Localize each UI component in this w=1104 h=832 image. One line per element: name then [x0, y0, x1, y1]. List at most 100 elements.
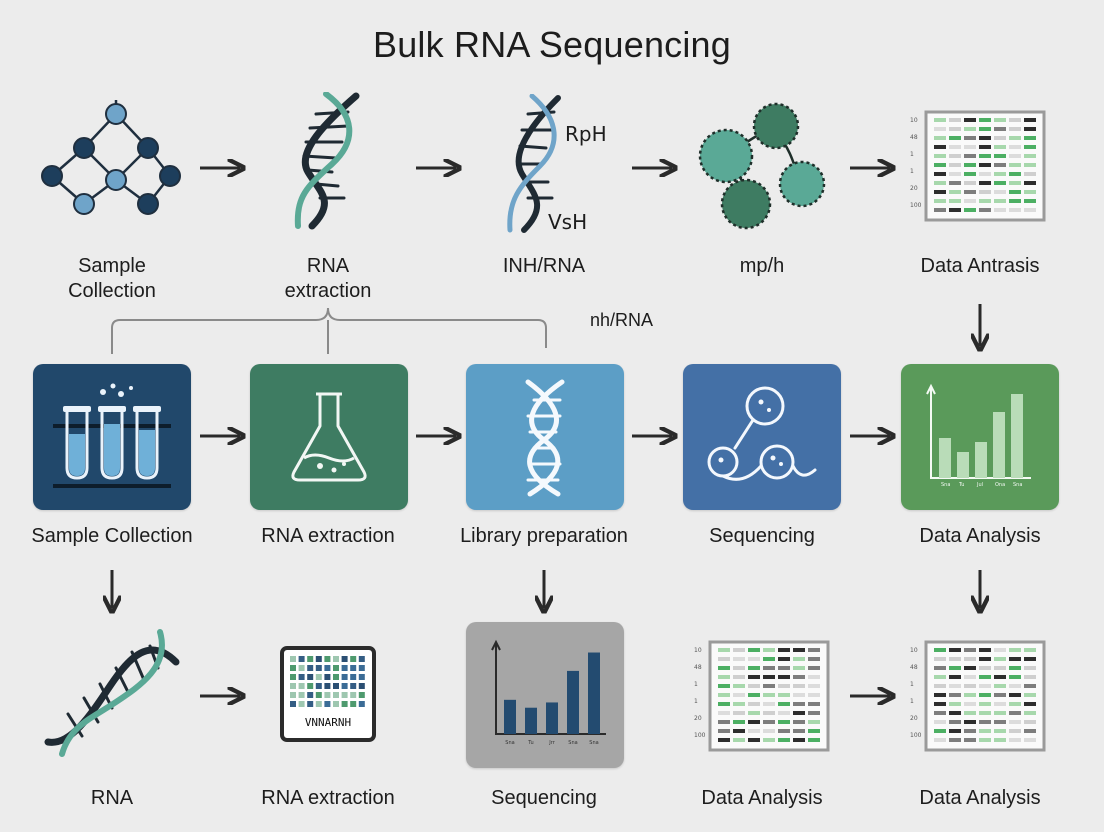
heatmap-cell [718, 648, 730, 652]
heatmap-cell [994, 657, 1006, 661]
heatmap-cell [763, 702, 775, 706]
array-spot [324, 692, 331, 698]
array-spot [350, 692, 357, 698]
chart-tick-label: Sna [505, 740, 514, 746]
heatmap-row-label: 10 [910, 647, 918, 654]
array-spot [333, 656, 339, 662]
array-spot [333, 692, 339, 698]
array-spot [307, 656, 314, 662]
heatmap-cell [949, 648, 961, 652]
heatmap-cell [1024, 702, 1036, 706]
heatmap-cell [808, 693, 820, 697]
heatmap-cell [964, 118, 976, 122]
heatmap-cell [934, 738, 946, 742]
chart-bar [525, 707, 537, 734]
heatmap-cell [964, 720, 976, 724]
heatmap-cell [793, 729, 805, 733]
chart-tick-label: Sna [568, 740, 577, 746]
heatmap-cell [1024, 190, 1036, 194]
array-spot [307, 683, 314, 689]
heatmap-cell [994, 693, 1006, 697]
heatmap-cell [994, 145, 1006, 149]
heatmap-cell [979, 163, 991, 167]
heatmap-row-label: 1 [910, 151, 914, 158]
heatmap-cell [964, 702, 976, 706]
heatmap-cell [718, 684, 730, 688]
heatmap-cell [718, 720, 730, 724]
heatmap-cell [934, 127, 946, 131]
heatmap-cell [979, 145, 991, 149]
heatmap-cell [793, 738, 805, 742]
heatmap-cell [964, 693, 976, 697]
array-spot [358, 683, 365, 689]
heatmap-cell [733, 666, 745, 670]
heatmap-cell [793, 684, 805, 688]
array-spot [324, 701, 331, 707]
heatmap-cell [964, 127, 976, 131]
heatmap-cell [763, 720, 775, 724]
chart-bar [588, 652, 600, 734]
heatmap-cell [1024, 172, 1036, 176]
array-spot [290, 656, 296, 662]
heatmap-cell [934, 154, 946, 158]
heatmap-cell [949, 154, 961, 158]
network-icon [41, 100, 181, 215]
heatmap-cell [733, 648, 745, 652]
heatmap-cell [979, 666, 991, 670]
heatmap-cell [763, 657, 775, 661]
heatmap-cell [793, 648, 805, 652]
dna-helix-annotated-icon [507, 94, 561, 233]
chart-bar [504, 699, 516, 734]
heatmap-cell [979, 190, 991, 194]
heatmap-cell [748, 729, 760, 733]
heatmap-cell [964, 190, 976, 194]
heatmap-cell [808, 684, 820, 688]
array-spot [358, 665, 365, 671]
row2-label-library-preparation: Library preparation [460, 525, 628, 547]
heatmap-row-label: 1 [910, 168, 914, 175]
heatmap-row-label: 1 [694, 698, 698, 705]
heatmap-cell [994, 163, 1006, 167]
heatmap-cell [1009, 190, 1021, 194]
chart-axis-arrowhead [491, 639, 501, 651]
sequencing-loop-icon [707, 386, 817, 481]
array-text: VNNARNH [305, 716, 351, 729]
heatmap-cell [964, 145, 976, 149]
heatmap-row-label: 1 [694, 681, 698, 688]
heatmap-cell [994, 666, 1006, 670]
heatmap-cell [994, 684, 1006, 688]
heatmap-row-label: 20 [910, 715, 918, 722]
heatmap-cell [994, 190, 1006, 194]
heatmap-cell [994, 675, 1006, 679]
heatmap-cell [994, 181, 1006, 185]
heatmap-cell [949, 181, 961, 185]
heatmap-cell [748, 702, 760, 706]
array-spot [298, 683, 305, 689]
heatmap-cell [979, 199, 991, 203]
heatmap-cell [1009, 666, 1021, 670]
array-spot [290, 683, 296, 689]
array-spot [324, 656, 331, 662]
heatmap-cell [1009, 711, 1021, 715]
array-spot [298, 692, 305, 698]
heatmap-cell [934, 208, 946, 212]
array-spot [341, 683, 348, 689]
heatmap-cell [949, 666, 961, 670]
heatmap-cell [964, 181, 976, 185]
heatmap-cell [733, 711, 745, 715]
heatmap-row-label: 1 [910, 698, 914, 705]
heatmap-cell [748, 648, 760, 652]
heatmap-cell [934, 657, 946, 661]
heatmap-cell [964, 666, 976, 670]
heatmap-cell [778, 702, 790, 706]
heatmap-cell [964, 738, 976, 742]
array-spot [315, 665, 322, 671]
row3-label-rna-extraction: RNA extraction [261, 787, 395, 809]
heatmap-cell [808, 729, 820, 733]
array-spot [315, 692, 322, 698]
heatmap-cell [808, 675, 820, 679]
